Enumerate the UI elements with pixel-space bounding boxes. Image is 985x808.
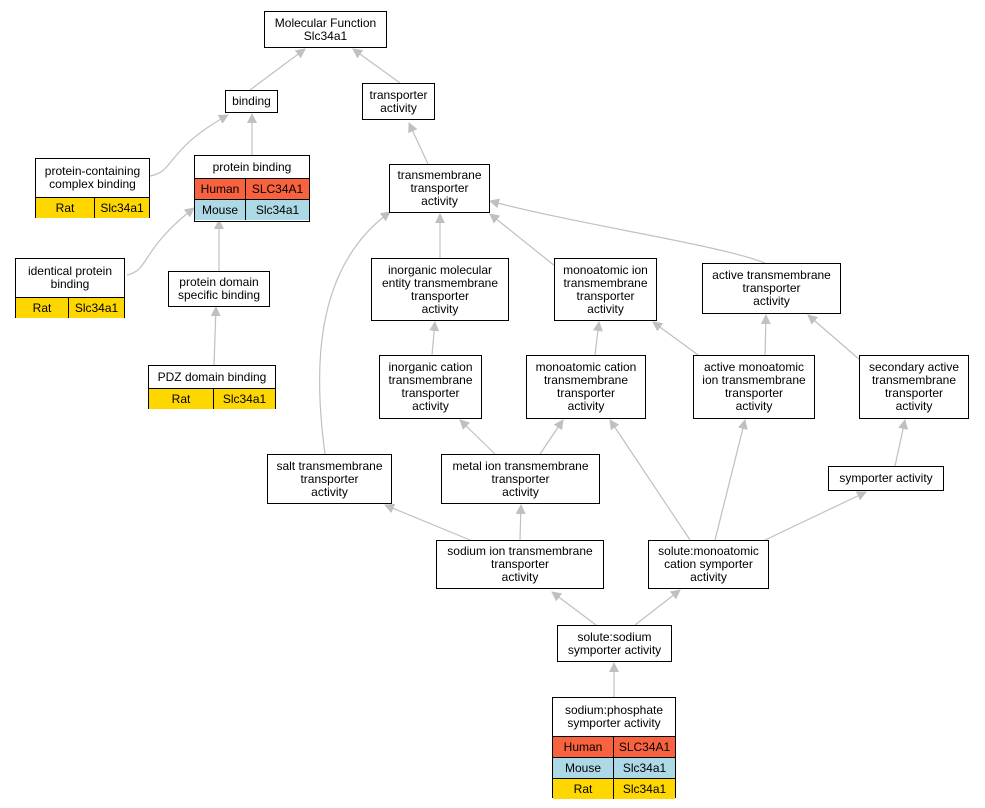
node-active-transmembrane[interactable]: active transmembrane transporter activit… xyxy=(702,263,841,314)
edge xyxy=(429,321,440,356)
edge xyxy=(318,211,391,455)
annotation-row: Rat Slc34a1 xyxy=(553,778,675,799)
edge xyxy=(489,213,556,267)
node-transporter-activity[interactable]: transporter activity xyxy=(362,83,435,120)
annotation-row: Mouse Slc34a1 xyxy=(553,757,675,778)
node-protein-containing-complex-binding[interactable]: protein-containing complex binding Rat S… xyxy=(35,158,150,218)
node-label: protein binding xyxy=(212,159,292,174)
edge xyxy=(126,207,195,276)
node-label: identical protein binding xyxy=(27,264,113,291)
gene-cell: SLC34A1 xyxy=(614,737,675,757)
node-binding[interactable]: binding xyxy=(225,90,278,113)
node-symporter-activity[interactable]: symporter activity xyxy=(828,466,944,491)
node-sodium-phosphate-symporter[interactable]: sodium:phosphate symporter activity Huma… xyxy=(552,697,676,799)
edge xyxy=(384,503,471,541)
node-sodium-ion[interactable]: sodium ion transmembrane transporter act… xyxy=(436,540,604,589)
edge xyxy=(149,114,229,177)
species-cell: Rat xyxy=(36,198,95,218)
annotation-row: Mouse Slc34a1 xyxy=(195,199,309,220)
gene-cell: Slc34a1 xyxy=(614,779,675,799)
node-solute-monoatomic-cation-symporter[interactable]: solute:monoatomic cation symporter activ… xyxy=(648,540,769,589)
species-cell: Mouse xyxy=(553,758,614,778)
edge xyxy=(714,419,748,541)
node-inorganic-cation[interactable]: inorganic cation transmembrane transport… xyxy=(379,355,482,419)
edge xyxy=(515,504,526,541)
node-monoatomic-cation[interactable]: monoatomic cation transmembrane transpor… xyxy=(526,355,646,419)
node-label: PDZ domain binding xyxy=(157,369,267,384)
edge xyxy=(539,419,564,455)
gene-cell: SLC34A1 xyxy=(246,179,309,199)
edge xyxy=(210,306,221,366)
annotation-row: Rat Slc34a1 xyxy=(16,297,124,318)
node-label: sodium:phosphate symporter activity xyxy=(564,703,664,730)
species-cell: Mouse xyxy=(195,200,246,220)
edge xyxy=(764,491,867,541)
node-label: protein-containing complex binding xyxy=(44,164,141,191)
edge xyxy=(894,419,908,467)
edge xyxy=(249,48,306,91)
species-cell: Human xyxy=(553,737,614,757)
node-salt-transmembrane[interactable]: salt transmembrane transporter activity xyxy=(267,454,392,504)
gene-cell: Slc34a1 xyxy=(214,389,275,409)
annotation-row: Human SLC34A1 xyxy=(553,736,675,757)
annotation-row: Rat Slc34a1 xyxy=(149,388,275,409)
species-cell: Rat xyxy=(149,389,214,409)
node-monoatomic-ion[interactable]: monoatomic ion transmembrane transporter… xyxy=(554,258,657,321)
node-molecular-function[interactable]: Molecular Function Slc34a1 xyxy=(264,11,387,48)
annotation-row: Human SLC34A1 xyxy=(195,178,309,199)
gene-cell: Slc34a1 xyxy=(246,200,309,220)
edge xyxy=(760,314,771,358)
edge xyxy=(634,589,681,626)
edge xyxy=(352,48,401,84)
node-protein-binding[interactable]: protein binding Human SLC34A1 Mouse Slc3… xyxy=(194,155,310,222)
gene-cell: Slc34a1 xyxy=(614,758,675,778)
node-active-monoatomic-ion[interactable]: active monoatomic ion transmembrane tran… xyxy=(693,355,815,419)
species-cell: Rat xyxy=(16,298,69,318)
edge xyxy=(609,419,691,541)
edge xyxy=(652,321,706,361)
node-metal-ion[interactable]: metal ion transmembrane transporter acti… xyxy=(441,454,600,504)
node-identical-protein-binding[interactable]: identical protein binding Rat Slc34a1 xyxy=(15,258,125,318)
edge xyxy=(807,314,861,361)
species-cell: Human xyxy=(195,179,246,199)
species-cell: Rat xyxy=(553,779,614,799)
annotation-row: Rat Slc34a1 xyxy=(36,197,149,218)
node-pdz-domain-binding[interactable]: PDZ domain binding Rat Slc34a1 xyxy=(148,365,276,409)
node-protein-domain-specific-binding[interactable]: protein domain specific binding xyxy=(168,271,270,307)
edge xyxy=(592,321,603,356)
node-inorganic-molecular-entity[interactable]: inorganic molecular entity transmembrane… xyxy=(371,258,509,321)
edge xyxy=(489,198,766,264)
edge xyxy=(459,419,496,455)
node-transmembrane-transporter-activity[interactable]: transmembrane transporter activity xyxy=(389,164,490,213)
node-secondary-active[interactable]: secondary active transmembrane transport… xyxy=(859,355,969,419)
edge xyxy=(408,122,429,165)
node-solute-sodium-symporter[interactable]: solute:sodium symporter activity xyxy=(557,625,672,662)
gene-cell: Slc34a1 xyxy=(69,298,124,318)
edge xyxy=(551,591,597,626)
gene-cell: Slc34a1 xyxy=(95,198,149,218)
